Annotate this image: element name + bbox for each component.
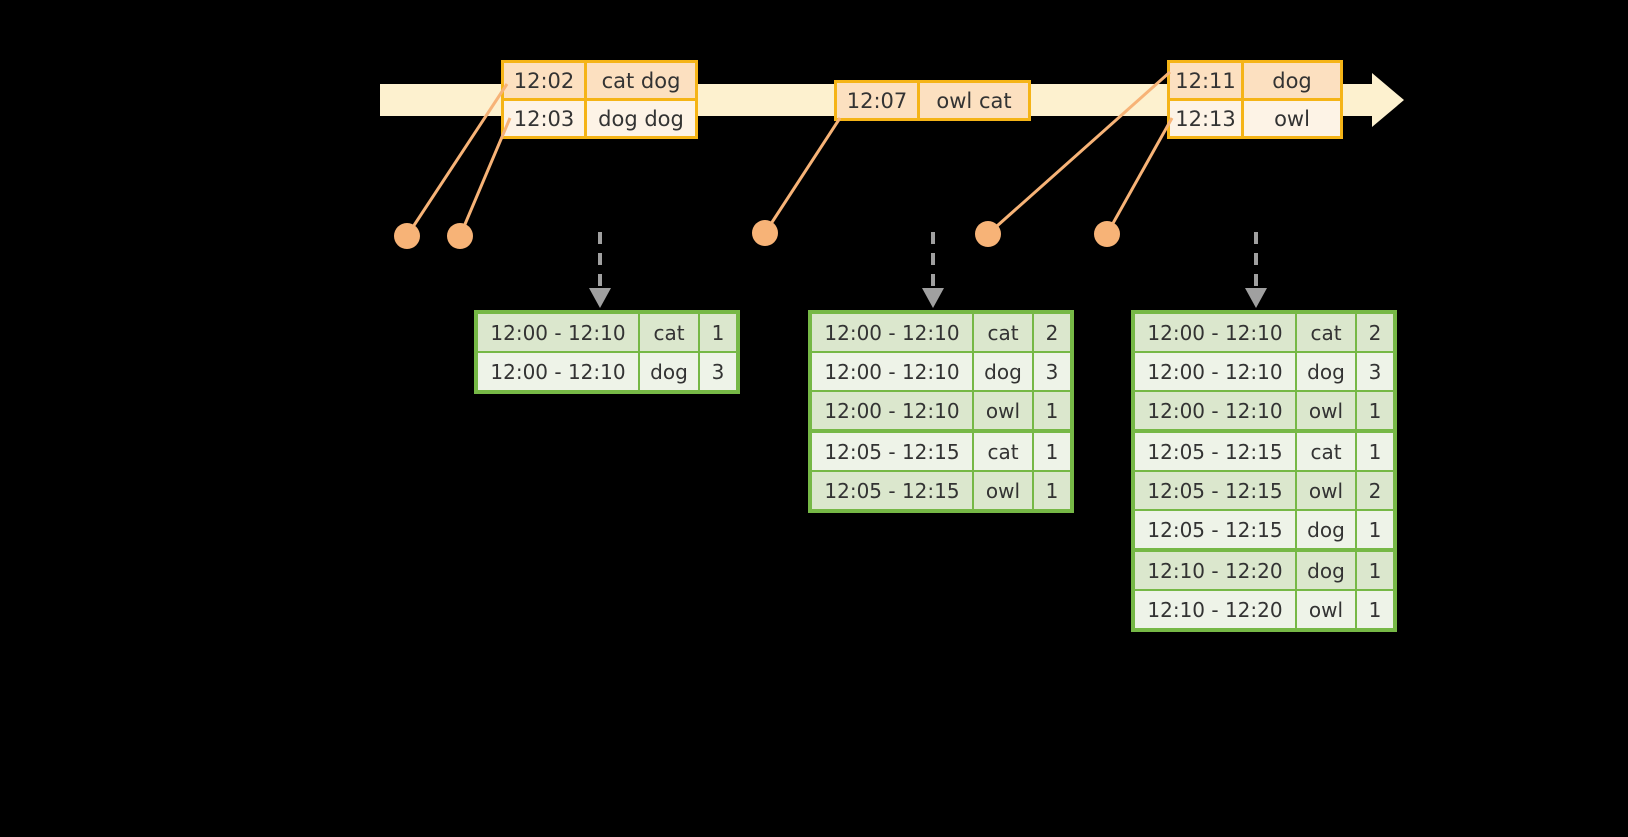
cell-count: 2 — [1357, 472, 1393, 509]
cell-count: 1 — [1357, 392, 1393, 429]
cell-count: 1 — [1357, 552, 1393, 589]
cell-count: 1 — [1357, 433, 1393, 470]
cell-count: 3 — [1034, 353, 1070, 390]
cell-count: 1 — [700, 314, 736, 351]
cell-window: 12:00 - 12:10 — [812, 392, 972, 429]
cell-window: 12:05 - 12:15 — [1135, 511, 1295, 548]
dashed-arrow-head-3 — [1245, 288, 1267, 308]
connector-line-5 — [1105, 117, 1174, 235]
cell-word: owl — [1297, 392, 1355, 429]
cell-word: cat — [974, 433, 1032, 470]
cell-count: 2 — [1357, 314, 1393, 351]
event-words: cat dog — [587, 63, 695, 98]
event-time: 12:07 — [837, 83, 920, 118]
cell-word: cat — [1297, 314, 1355, 351]
event-words: owl cat — [920, 83, 1028, 118]
connector-line-3 — [763, 117, 842, 234]
cell-window: 12:05 - 12:15 — [1135, 472, 1295, 509]
event-box-1[interactable]: 12:02 cat dog 12:03 dog dog — [501, 60, 698, 139]
connector-dot-3[interactable] — [752, 220, 778, 246]
connector-dot-5[interactable] — [1094, 221, 1120, 247]
cell-word: owl — [974, 472, 1032, 509]
cell-word: dog — [640, 353, 698, 390]
cell-count: 3 — [700, 353, 736, 390]
cell-count: 2 — [1034, 314, 1070, 351]
cell-count: 1 — [1034, 433, 1070, 470]
cell-word: cat — [640, 314, 698, 351]
cell-word: owl — [974, 392, 1032, 429]
cell-window: 12:05 - 12:15 — [812, 472, 972, 509]
cell-window: 12:00 - 12:10 — [1135, 314, 1295, 351]
cell-word: dog — [1297, 552, 1355, 589]
event-box-3[interactable]: 12:11 dog 12:13 owl — [1167, 60, 1343, 139]
cell-window: 12:00 - 12:10 — [1135, 353, 1295, 390]
cell-word: dog — [1297, 511, 1355, 548]
event-time: 12:03 — [504, 101, 587, 136]
cell-count: 1 — [1357, 511, 1393, 548]
cell-word: dog — [974, 353, 1032, 390]
event-row: 12:13 owl — [1170, 98, 1340, 136]
cell-window: 12:00 - 12:10 — [812, 353, 972, 390]
event-words: owl — [1244, 101, 1340, 136]
cell-word: owl — [1297, 472, 1355, 509]
event-time: 12:11 — [1170, 63, 1244, 98]
cell-window: 12:05 - 12:15 — [1135, 433, 1295, 470]
event-box-2[interactable]: 12:07 owl cat — [834, 80, 1031, 121]
cell-window: 12:05 - 12:15 — [812, 433, 972, 470]
cell-window: 12:10 - 12:20 — [1135, 591, 1295, 628]
cell-window: 12:00 - 12:10 — [1135, 392, 1295, 429]
connector-dot-1[interactable] — [394, 223, 420, 249]
event-row: 12:07 owl cat — [837, 83, 1028, 118]
cell-window: 12:10 - 12:20 — [1135, 552, 1295, 589]
cell-word: dog — [1297, 353, 1355, 390]
event-time: 12:13 — [1170, 101, 1244, 136]
cell-word: owl — [1297, 591, 1355, 628]
cell-word: cat — [1297, 433, 1355, 470]
connector-dot-4[interactable] — [975, 221, 1001, 247]
event-row: 12:11 dog — [1170, 63, 1340, 98]
dashed-arrow-head-2 — [922, 288, 944, 308]
event-words: dog — [1244, 63, 1340, 98]
cell-word: cat — [974, 314, 1032, 351]
cell-count: 1 — [1034, 472, 1070, 509]
event-time: 12:02 — [504, 63, 587, 98]
event-row: 12:02 cat dog — [504, 63, 695, 98]
dashed-arrow-head-1 — [589, 288, 611, 308]
cell-window: 12:00 - 12:10 — [812, 314, 972, 351]
event-row: 12:03 dog dog — [504, 98, 695, 136]
cell-window: 12:00 - 12:10 — [478, 353, 638, 390]
cell-count: 1 — [1357, 591, 1393, 628]
cell-window: 12:00 - 12:10 — [478, 314, 638, 351]
cell-count: 3 — [1357, 353, 1393, 390]
timeline-arrowhead — [1372, 73, 1404, 127]
event-words: dog dog — [587, 101, 695, 136]
cell-count: 1 — [1034, 392, 1070, 429]
connector-dot-2[interactable] — [447, 223, 473, 249]
